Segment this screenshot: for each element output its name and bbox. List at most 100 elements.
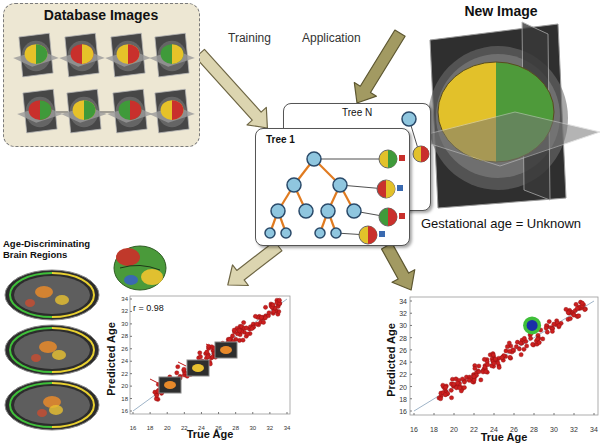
data-point <box>259 315 263 319</box>
brain-segment <box>82 44 93 64</box>
tick-label: 16 <box>130 425 137 431</box>
tick-label: 18 <box>377 395 407 402</box>
tick-label: 34 <box>377 298 407 305</box>
block-arrow <box>382 243 415 290</box>
data-point <box>541 337 545 341</box>
mri-texture <box>158 97 187 127</box>
left-scatter <box>130 296 290 414</box>
text-slot: Tree 1 <box>266 134 295 146</box>
discriminating-region <box>39 341 57 353</box>
data-point <box>492 361 496 365</box>
data-point <box>529 336 533 340</box>
tree-card: Tree 1 <box>255 128 410 246</box>
label-slot: Application <box>300 32 363 46</box>
tick-mark <box>130 373 132 374</box>
tick-mark <box>218 412 219 414</box>
brain-segment <box>73 100 96 120</box>
data-point <box>175 371 179 375</box>
inset-region <box>192 364 204 372</box>
data-point <box>547 319 551 323</box>
mri-texture <box>14 276 90 314</box>
data-point <box>545 330 549 334</box>
brain-sulcus <box>120 265 160 270</box>
tick-mark <box>130 311 132 312</box>
axis-title: True Age <box>187 428 234 441</box>
data-point <box>198 355 202 359</box>
database-panel: Database Images <box>3 3 200 147</box>
inset-region <box>220 346 232 354</box>
tick-label: 16 <box>98 408 128 414</box>
tick-mark <box>410 411 412 412</box>
tree-node <box>331 228 341 238</box>
data-point <box>580 301 584 305</box>
tree-name: Tree 1 <box>266 134 295 146</box>
tick-label: 26 <box>98 346 128 352</box>
brain-lobe <box>141 269 163 285</box>
tree-node <box>281 228 291 238</box>
tree-name: Tree N <box>342 107 372 119</box>
data-point <box>277 298 281 302</box>
tick-label: 20 <box>377 383 407 390</box>
mri-texture <box>22 41 51 71</box>
data-point <box>552 322 556 326</box>
brain-segment <box>29 100 52 120</box>
data-point <box>568 316 572 320</box>
mri-volume <box>412 22 600 208</box>
brain-thumbnail <box>413 146 429 162</box>
tree-node <box>402 112 416 126</box>
data-point <box>439 397 443 401</box>
region-marker <box>399 213 405 219</box>
tick-label: 24 <box>98 358 128 364</box>
region-marker <box>397 185 403 191</box>
inset-pointer <box>206 344 214 348</box>
tick-label: 26 <box>510 426 518 433</box>
data-point <box>473 366 477 370</box>
brain-lobe <box>124 275 138 285</box>
panel-title: New Image <box>400 3 602 19</box>
inset-pointer <box>178 362 186 366</box>
tick-label: 22 <box>98 371 128 377</box>
tick-label: 30 <box>98 321 128 327</box>
right-scatter <box>410 297 598 415</box>
brain-thumbnail <box>377 180 395 198</box>
block-arrow <box>228 241 282 285</box>
data-point <box>455 381 459 385</box>
tick-mark <box>130 386 132 387</box>
data-point <box>575 306 579 310</box>
data-point <box>241 338 245 342</box>
data-point <box>536 337 540 341</box>
data-point <box>514 345 518 349</box>
data-point <box>531 342 535 346</box>
tick-mark <box>534 413 535 415</box>
brain-thumbnail <box>379 150 397 168</box>
tick-mark <box>130 336 132 337</box>
text-slot: Database Images <box>4 7 198 23</box>
highlight-point <box>527 320 538 331</box>
tick-label: 20 <box>98 383 128 389</box>
scatter-plot: Predicted AgeTrue Age <box>385 290 603 443</box>
data-point <box>267 311 271 315</box>
data-point <box>467 378 471 382</box>
image-caption: Gestational age = Unknown <box>400 217 602 232</box>
tick-mark <box>410 325 412 326</box>
block-arrow <box>196 49 268 128</box>
tick-mark <box>410 313 412 314</box>
tick-label: 16 <box>410 426 418 433</box>
plot-frame <box>410 297 598 415</box>
brain-render <box>114 246 166 290</box>
brain-thumbnail <box>359 226 377 244</box>
data-point <box>484 370 488 374</box>
tick-label: 22 <box>470 426 478 433</box>
axis-title: Predicted Age <box>105 322 118 396</box>
leader-line <box>314 159 388 160</box>
tick-label: 20 <box>164 425 171 431</box>
data-point <box>261 320 265 324</box>
inset-image <box>187 360 209 376</box>
inset-image <box>215 342 237 358</box>
mri-texture <box>14 331 90 369</box>
region-outline <box>10 273 52 317</box>
tick-mark <box>150 412 151 414</box>
tree-illustration <box>256 129 411 247</box>
tick-label: 24 <box>198 425 205 431</box>
data-point <box>263 316 267 320</box>
